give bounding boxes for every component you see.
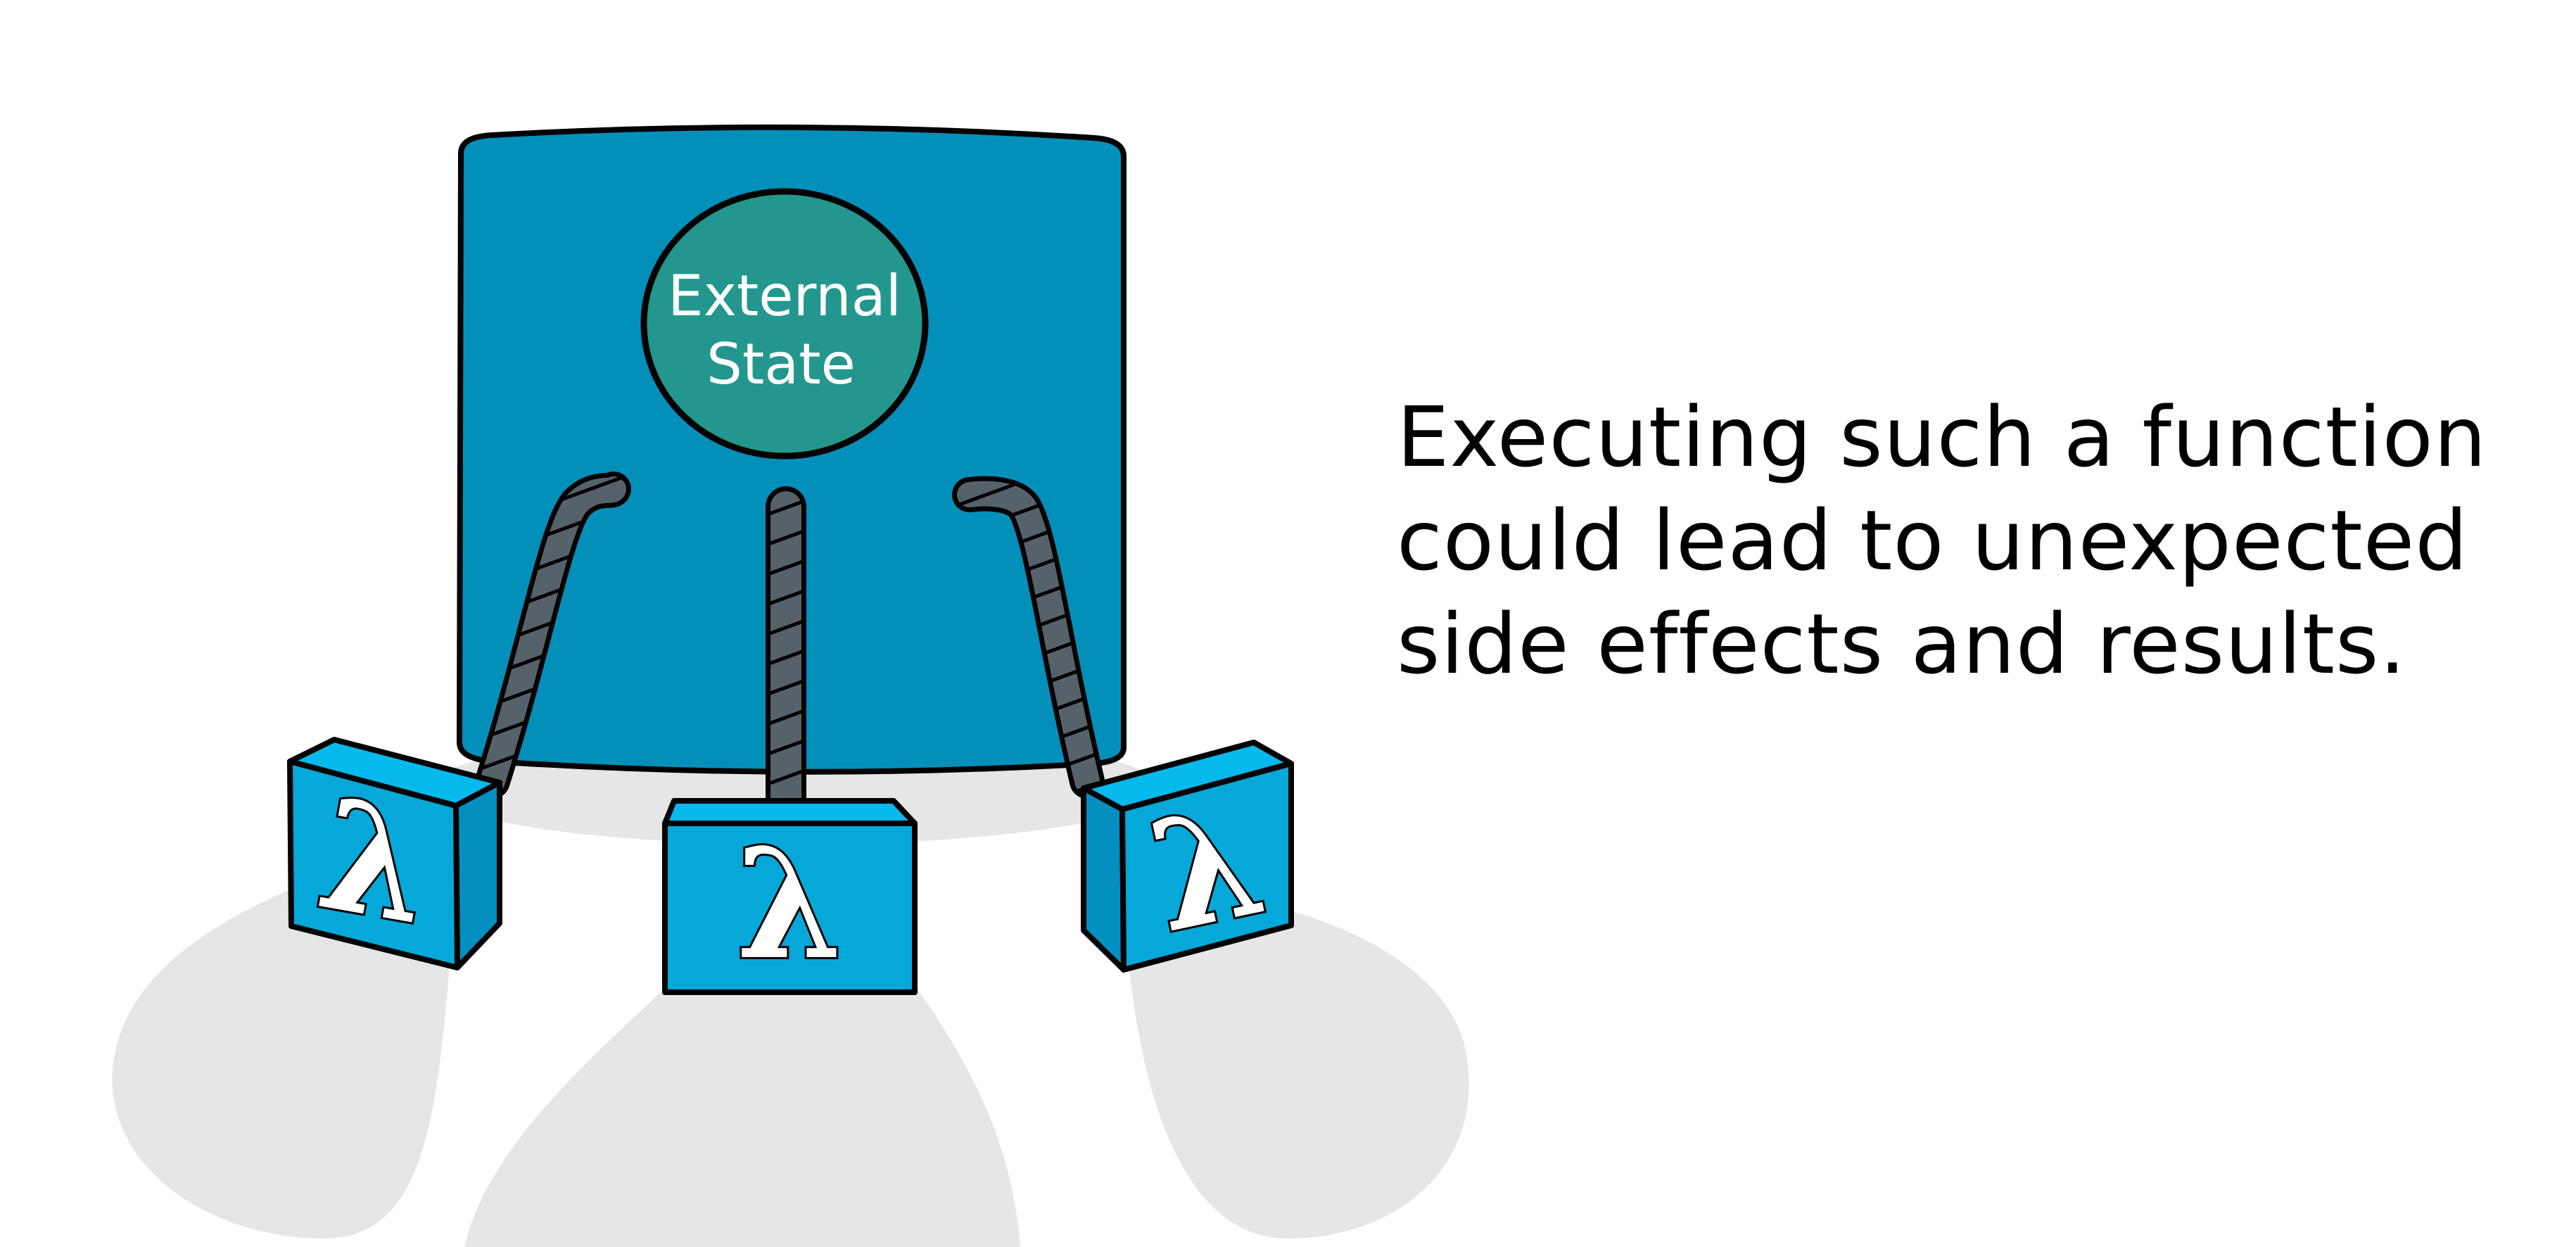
caption-line-2: could lead to unexpected bbox=[1397, 489, 2523, 593]
external-state-node: External State bbox=[644, 191, 925, 456]
external-state-label-line2: State bbox=[706, 331, 856, 397]
lambda-symbol-center: λ bbox=[737, 815, 843, 993]
shadow-center bbox=[464, 985, 1020, 1247]
function-box-center: λ bbox=[665, 801, 915, 993]
caption-line-1: Executing such a function bbox=[1397, 386, 2523, 489]
caption-line-3: side effects and results. bbox=[1397, 593, 2523, 696]
caption-text: Executing such a function could lead to … bbox=[1397, 386, 2523, 696]
function-box-left: λ bbox=[290, 740, 500, 968]
external-state-label-line1: External bbox=[668, 263, 901, 329]
